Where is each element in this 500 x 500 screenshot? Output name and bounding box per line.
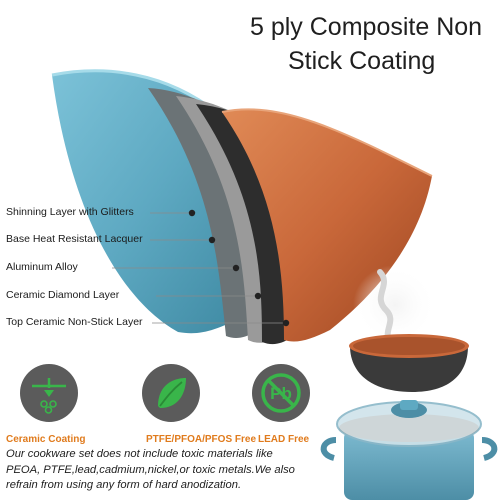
leader-dot-1: [188, 209, 196, 217]
ceramic-coating-badge: [20, 364, 78, 422]
headline: 5 ply Composite Non Stick Coating: [250, 10, 490, 78]
pot-illustration: [320, 400, 498, 500]
label-aluminum-layer: Aluminum Alloy: [6, 261, 78, 273]
headline-line-1: 5 ply Composite Non: [250, 13, 483, 41]
scale-crystals-icon: [32, 378, 66, 414]
leader-dot-2: [208, 236, 216, 244]
heat-haze: [353, 265, 437, 345]
label-lacquer-layer: Base Heat Resistant Lacquer: [6, 233, 143, 245]
sample-pan-body: [350, 346, 468, 392]
no-pb-icon: Pb: [261, 373, 301, 413]
ptfe-free-badge: [142, 364, 200, 422]
leader-lines: [112, 212, 286, 324]
disclaimer-text: Our cookware set does not include toxic …: [6, 448, 295, 492]
leaf-icon: [158, 378, 186, 408]
caption-ptfe-free: PTFE/PFOA/PFOS Free: [146, 434, 257, 445]
leader-dot-4: [254, 292, 262, 300]
label-shinning-layer: Shinning Layer with Glitters: [6, 206, 134, 218]
heat-wave: [377, 269, 395, 347]
leader-dot-5: [282, 319, 290, 327]
headline-line-2: Stick Coating: [288, 47, 436, 75]
caption-ceramic-coating: Ceramic Coating: [6, 434, 86, 445]
leader-dot-3: [232, 264, 240, 272]
lead-free-badge: Pb: [252, 364, 310, 422]
leader-dots: [188, 209, 290, 327]
label-nonstick-layer: Top Ceramic Non-Stick Layer: [6, 316, 143, 328]
nonstick-layer-edge: [221, 108, 433, 177]
sample-pan-inner: [353, 337, 465, 355]
caption-lead-free: LEAD Free: [258, 434, 310, 445]
label-diamond-layer: Ceramic Diamond Layer: [6, 289, 120, 301]
nonstick-layer-shape: [222, 109, 432, 342]
